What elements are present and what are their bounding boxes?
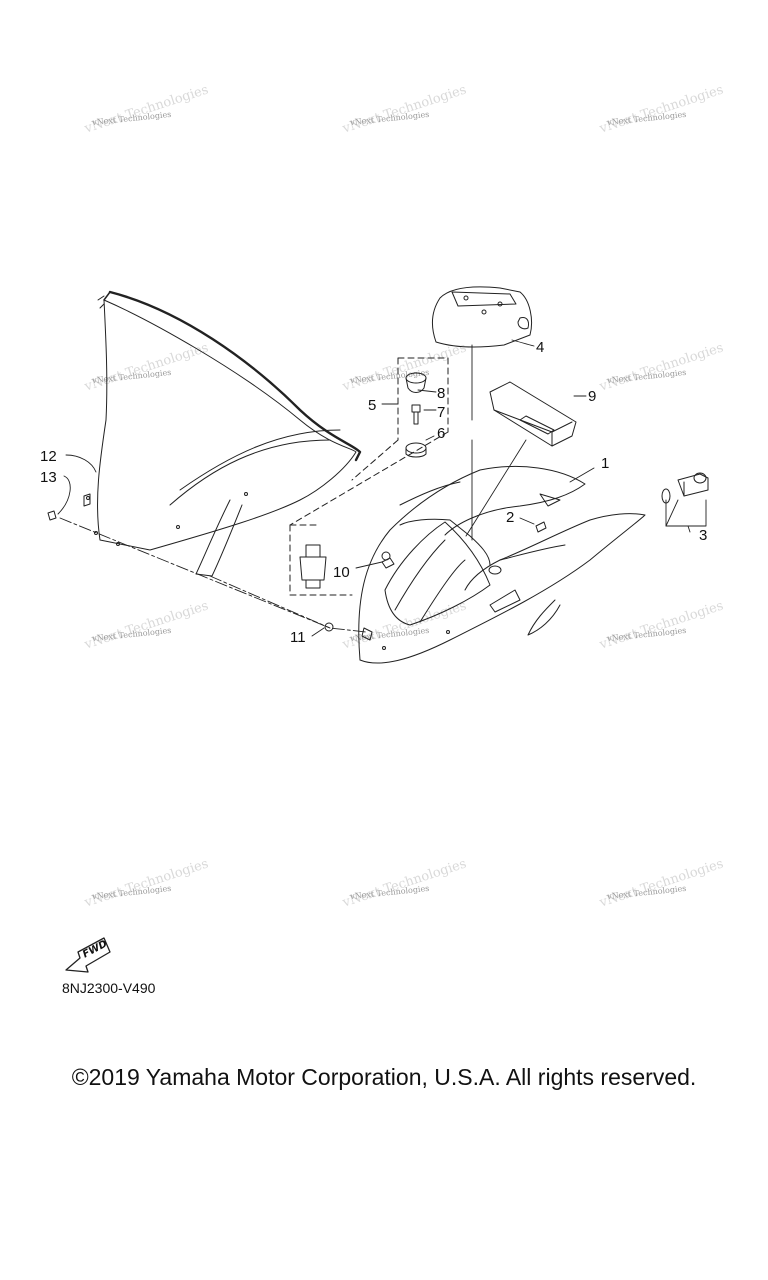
callout-10: 10	[333, 564, 350, 581]
screw-part	[361, 627, 373, 641]
bolt-part	[47, 510, 57, 521]
callout-12: 12	[40, 448, 57, 465]
callout-7: 7	[437, 404, 446, 421]
copyright-notice: ©2019 Yamaha Motor Corporation, U.S.A. A…	[71, 1064, 697, 1090]
callout-11: 11	[290, 629, 306, 646]
callout-3: 3	[699, 527, 708, 544]
centerline	[59, 517, 367, 633]
assembly-dashed-box	[289, 357, 449, 596]
top-cover-part	[432, 286, 533, 348]
callout-6: 6	[437, 425, 446, 442]
clip-part	[381, 557, 395, 569]
fwd-arrow-icon	[65, 937, 111, 973]
screw-part	[535, 521, 547, 533]
callout-1: 1	[601, 455, 610, 472]
callout-5: 5	[368, 397, 377, 414]
windshield-part	[83, 290, 362, 577]
callout-8: 8	[437, 385, 446, 402]
meter-part	[489, 381, 577, 447]
diagram-code: 8NJ2300-V490	[62, 980, 156, 996]
leader-lines	[57, 339, 707, 637]
callout-13: 13	[40, 469, 57, 486]
handlebar-cover-part	[358, 465, 646, 664]
callout-9: 9	[588, 388, 597, 405]
callout-2: 2	[506, 509, 515, 526]
callout-4: 4	[536, 339, 545, 356]
nut-part	[324, 622, 334, 632]
small-fittings	[405, 372, 427, 458]
socket-part	[661, 472, 709, 504]
switch-part	[299, 544, 327, 589]
